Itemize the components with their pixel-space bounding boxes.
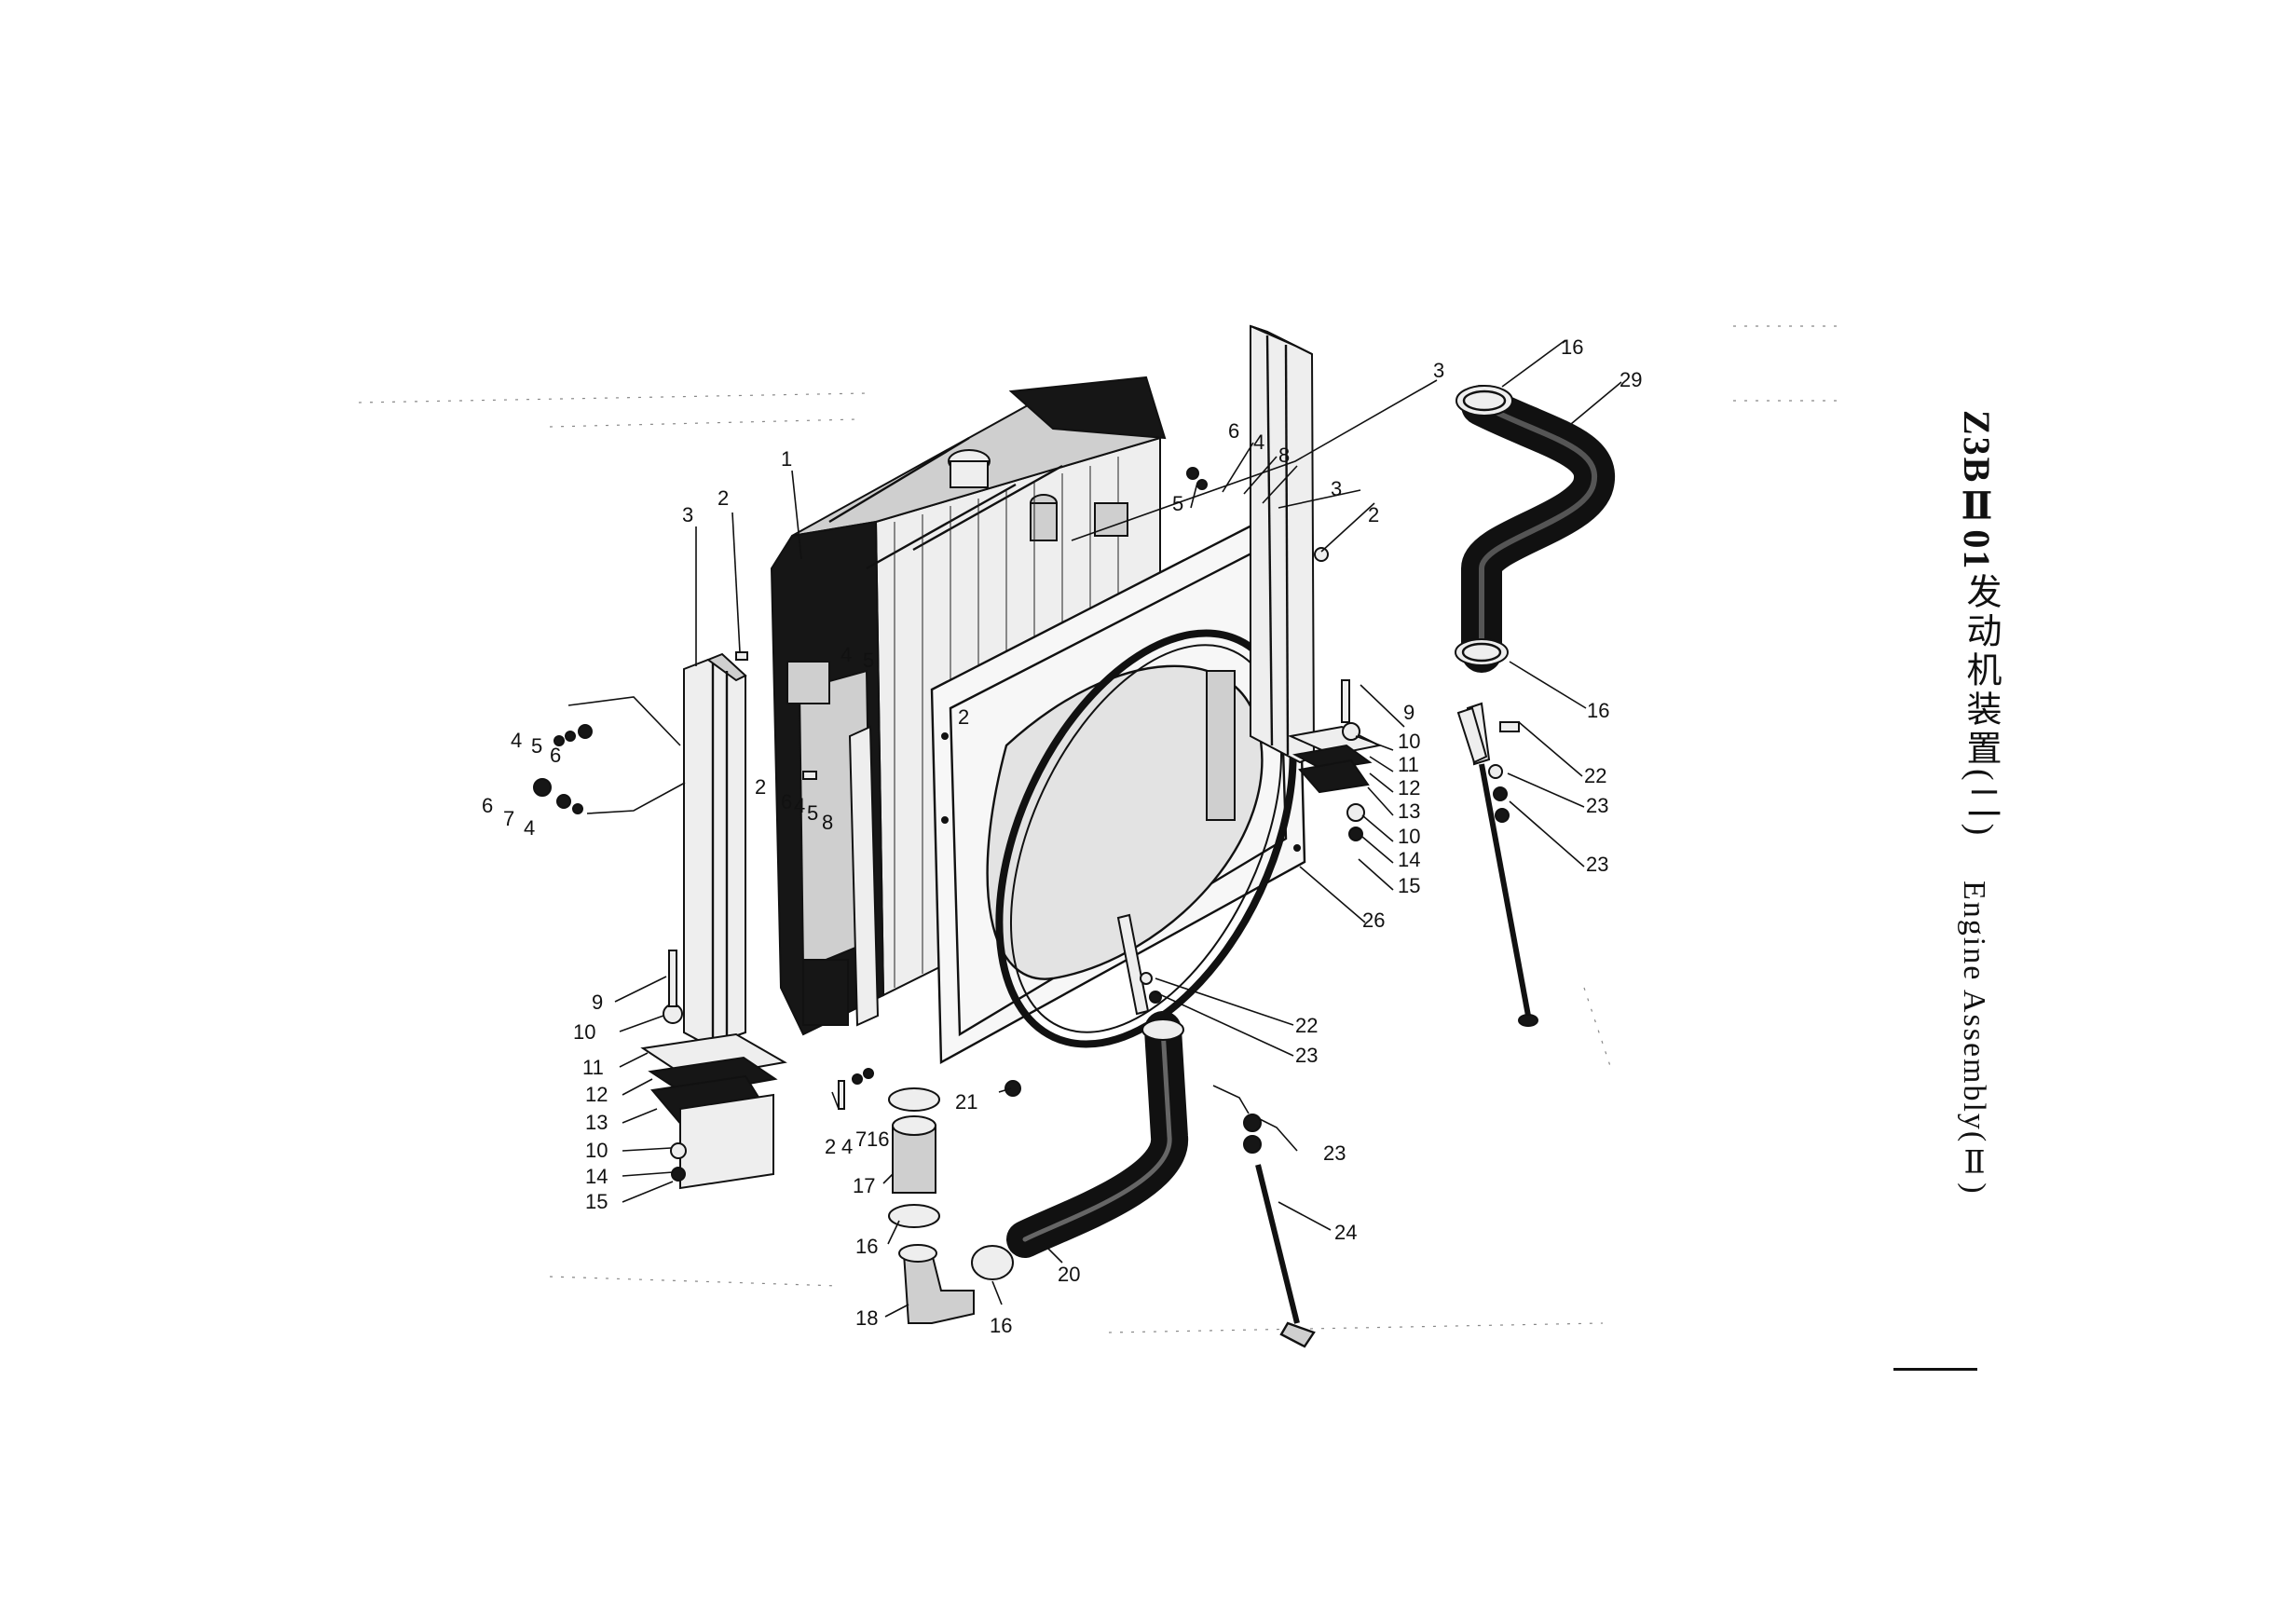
- left-support-bracket: [640, 652, 787, 1190]
- callout-8: 8: [1278, 444, 1290, 467]
- callout-22: 22: [1295, 1014, 1318, 1037]
- callout-1: 1: [781, 447, 792, 471]
- fasteners: [533, 467, 1520, 1182]
- upper-hose-29: [1461, 385, 1615, 673]
- callout-6: 6: [482, 794, 493, 817]
- callout-13: 13: [585, 1111, 608, 1134]
- callout-26: 26: [1362, 909, 1385, 932]
- callout-17: 17: [853, 1174, 875, 1197]
- callout-11: 11: [1398, 753, 1419, 776]
- callout-4: 4: [794, 794, 805, 817]
- callout-2: 2: [1368, 503, 1379, 526]
- callout-6: 6: [1228, 419, 1239, 443]
- callout-24: 24: [1334, 1221, 1357, 1244]
- callout-9: 9: [1403, 701, 1414, 724]
- callout-4: 4: [840, 643, 852, 666]
- callout-4: 4: [841, 1135, 853, 1158]
- callout-4: 4: [524, 816, 535, 840]
- scan-noise: [358, 325, 1845, 1333]
- callout-2: 2: [958, 705, 969, 729]
- callout-18: 18: [855, 1306, 878, 1330]
- callout-2: 2: [825, 1135, 836, 1158]
- callout-6: 6: [781, 790, 792, 813]
- callout-10: 10: [585, 1139, 608, 1162]
- corner-rule: [1893, 1368, 1977, 1371]
- side-seal-strip: [786, 502, 1236, 1027]
- callout-15: 15: [585, 1190, 608, 1213]
- callout-12: 12: [1398, 776, 1420, 800]
- callout-2: 2: [755, 775, 766, 799]
- callout-23: 23: [1323, 1141, 1346, 1165]
- fan-shroud: [930, 501, 1306, 1065]
- callout-3: 3: [1433, 359, 1444, 382]
- callout-16: 16: [1587, 699, 1609, 722]
- lower-hose-20: [1006, 1011, 1188, 1258]
- callout-5: 5: [531, 734, 542, 758]
- callout-3: 3: [682, 503, 693, 526]
- callout-5: 5: [807, 801, 818, 825]
- callout-7: 7: [503, 807, 514, 830]
- callout-11: 11: [582, 1056, 604, 1079]
- callout-4: 4: [1253, 430, 1264, 454]
- leader-lines: [567, 339, 1622, 1318]
- right-support-bracket: [1250, 324, 1383, 794]
- callout-numbers: 1 2 3 3 2 6 4 8 5 16 29 16 3 4 5 4 5 6 6…: [482, 335, 1642, 1337]
- callout-7: 7: [855, 1128, 867, 1151]
- document-title-chinese: 发动机装置(二): [1961, 573, 2000, 840]
- callout-4: 4: [511, 729, 522, 752]
- callout-22: 22: [1584, 764, 1606, 787]
- callout-23: 23: [1295, 1044, 1318, 1067]
- callout-6: 6: [550, 744, 561, 767]
- elbow-fitting-18: [898, 1244, 1014, 1324]
- callout-14: 14: [1398, 848, 1420, 871]
- callout-10: 10: [1398, 825, 1420, 848]
- callout-16: 16: [867, 1128, 889, 1151]
- callout-5: 5: [1172, 492, 1183, 515]
- callout-10: 10: [573, 1020, 595, 1044]
- callout-20: 20: [1058, 1263, 1080, 1286]
- callout-2: 2: [718, 486, 729, 510]
- callout-13: 13: [1398, 800, 1420, 823]
- callout-12: 12: [585, 1083, 608, 1106]
- callout-8: 8: [822, 811, 833, 834]
- hose-clamp-16-top: [1455, 385, 1513, 666]
- callout-10: 10: [1398, 730, 1420, 753]
- callout-5: 5: [863, 649, 874, 672]
- callout-16: 16: [990, 1314, 1012, 1337]
- outlet-pipe-17: [888, 1087, 940, 1228]
- callout-23: 23: [1586, 794, 1608, 817]
- tie-rod-bracket-22: [1116, 706, 1488, 1016]
- callout-16: 16: [855, 1235, 878, 1258]
- document-code: Z3BⅡ01: [1956, 410, 1998, 571]
- callout-23: 23: [1586, 853, 1608, 876]
- callout-15: 15: [1398, 874, 1420, 897]
- callout-29: 29: [1620, 368, 1642, 391]
- callout-9: 9: [592, 991, 603, 1014]
- side-title-block: Z3BⅡ01 发动机装置(二) Engine Assembly(Ⅱ): [1920, 410, 2069, 1249]
- callout-16: 16: [1561, 335, 1583, 359]
- tie-rod-lower-24: [1243, 1114, 1316, 1348]
- callout-21: 21: [955, 1090, 977, 1114]
- document-title-english: Engine Assembly(Ⅱ): [1957, 881, 1991, 1196]
- callout-3: 3: [1331, 477, 1342, 500]
- callout-14: 14: [585, 1165, 608, 1188]
